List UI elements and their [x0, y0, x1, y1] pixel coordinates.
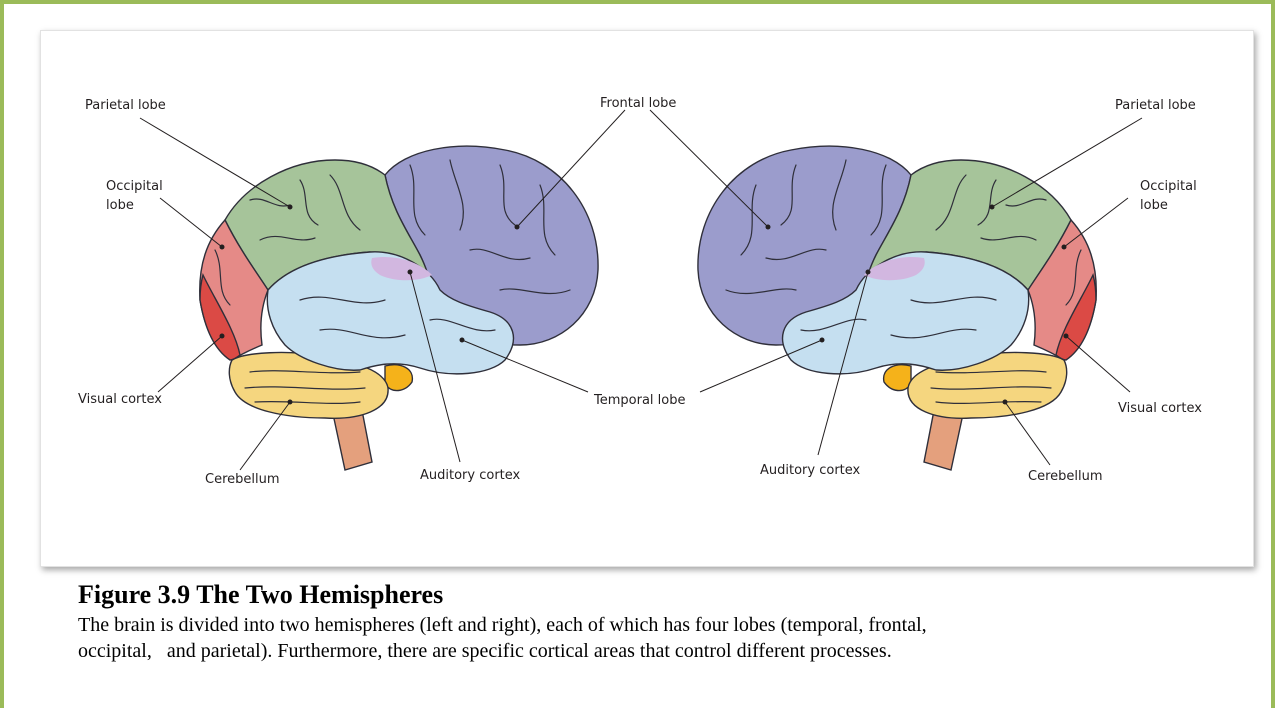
- right-pons: [884, 365, 911, 391]
- right-auditory-label: Auditory cortex: [760, 463, 861, 478]
- left-hemisphere: [200, 146, 598, 470]
- right-parietal-label: Parietal lobe: [1115, 98, 1196, 113]
- right-hemisphere: [698, 146, 1096, 470]
- left-parietal-label: Parietal lobe: [85, 98, 166, 113]
- right-cerebellum-label: Cerebellum: [1028, 469, 1103, 484]
- right-visual-label: Visual cortex: [1118, 401, 1202, 416]
- frontal-label: Frontal lobe: [600, 96, 676, 111]
- left-auditory-label: Auditory cortex: [420, 468, 521, 483]
- left-cerebellum-label: Cerebellum: [205, 472, 280, 487]
- figure-title: Figure 3.9 The Two Hemispheres: [78, 580, 443, 610]
- left-pons: [385, 365, 412, 391]
- temporal-label: Temporal lobe: [593, 393, 685, 408]
- left-visual-label: Visual cortex: [78, 392, 162, 407]
- figure-caption: The brain is divided into two hemisphere…: [78, 612, 1228, 664]
